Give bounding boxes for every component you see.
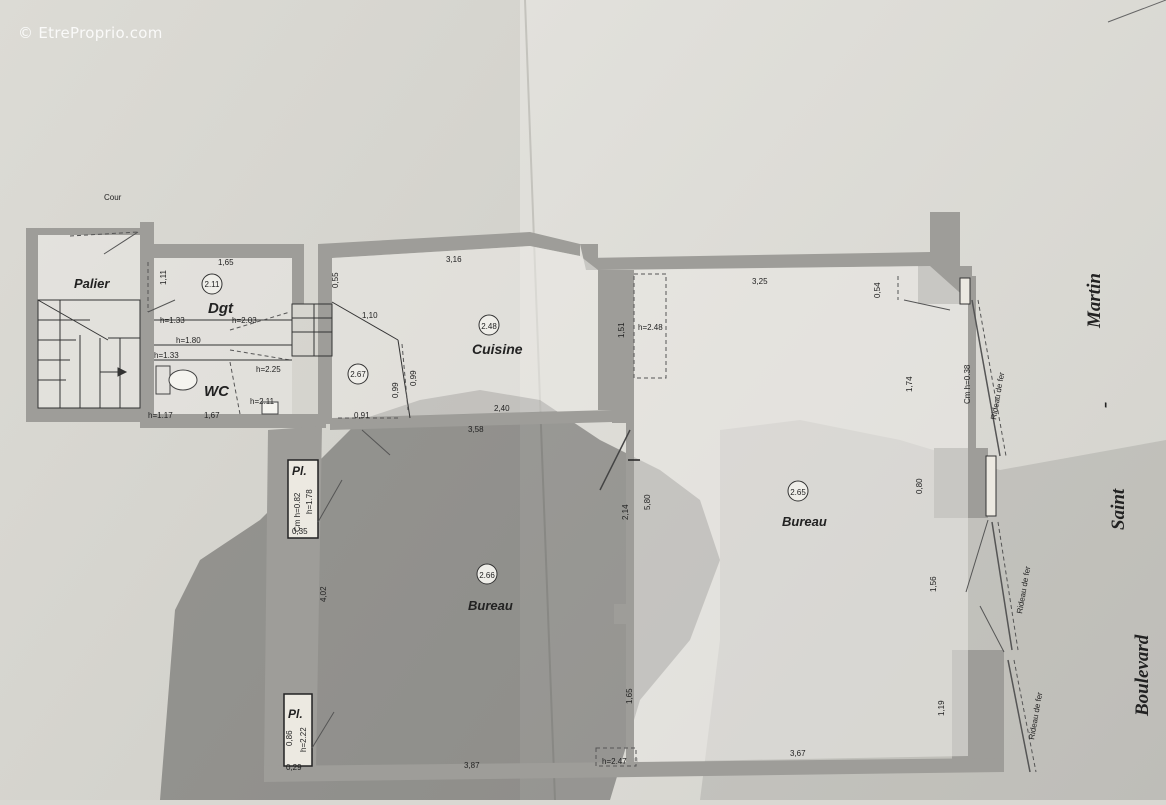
dim-cm082: Cm h=0.82 (293, 492, 302, 532)
dim-035: 0,35 (292, 527, 308, 536)
dim-h178: h=1.78 (305, 489, 314, 514)
placard-top-label: Pl. (292, 464, 307, 478)
room-dgt: Dgt (208, 300, 234, 317)
badge-bureau-left: 2.66 (479, 571, 495, 580)
dim-165: 1,65 (218, 258, 234, 267)
dim-214: 2,14 (621, 504, 630, 520)
badge-small: 2.67 (350, 370, 366, 379)
dim-316: 3,16 (446, 255, 462, 264)
room-palier: Palier (74, 276, 110, 291)
dim-054: 0,54 (873, 282, 882, 298)
dim-099b: 0,99 (409, 370, 418, 386)
dim-h133a: h=1.33 (160, 316, 185, 325)
height-badges (201, 273, 809, 585)
dim-h180: h=1.80 (176, 336, 201, 345)
room-wc: WC (204, 383, 230, 400)
dim-387: 3,87 (464, 761, 480, 770)
dim-367: 3,67 (790, 749, 806, 758)
dim-240: 2,40 (494, 404, 510, 413)
dim-086: 0,86 (285, 730, 294, 746)
dim-358: 3,58 (468, 425, 484, 434)
label-cour: Cour (104, 193, 122, 202)
dgt-lines (147, 262, 333, 361)
door-middle (599, 429, 631, 491)
dim-156: 1,56 (929, 576, 938, 592)
small-room-lines (331, 301, 411, 456)
dim-h247: h=2.47 (602, 757, 627, 766)
placards (283, 459, 343, 767)
dim-110: 1,10 (362, 311, 378, 320)
watermark: © EtreProprio.com (18, 24, 163, 42)
dim-h222: h=2.22 (299, 727, 308, 752)
dim-325: 3,25 (752, 277, 768, 286)
room-cuisine: Cuisine (472, 341, 523, 357)
street-saint: Saint (1108, 488, 1129, 530)
street-martin: Martin (1084, 273, 1105, 329)
dim-h211: h=2.11 (250, 397, 275, 406)
dim-h248a: h=2.48 (638, 323, 663, 332)
dim-111: 1,11 (159, 269, 168, 285)
dim-165b: 1,65 (625, 688, 634, 704)
dimensions: 1,65 1,11 h=1.33 h=2.03 h=1.80 h=1.33 h=… (148, 255, 1044, 772)
dim-h203: h=2.03 (232, 316, 257, 325)
stair (37, 299, 141, 409)
room-bureau-left: Bureau (468, 598, 513, 613)
shutters (897, 276, 1037, 773)
badge-dgt: 2.11 (205, 280, 221, 289)
corner-mark (1107, 0, 1166, 23)
dim-080: 0,80 (915, 478, 924, 494)
dim-029: 0,29 (286, 763, 302, 772)
dim-h225: h=2.25 (256, 365, 281, 374)
dim-174: 1,74 (905, 376, 914, 392)
street-dash: - (1094, 402, 1115, 408)
dim-167: 1,67 (204, 411, 220, 420)
placard-bottom-label: Pl. (288, 707, 303, 721)
dim-119: 1,19 (937, 700, 946, 716)
wc-fixtures (154, 359, 292, 415)
dashed-rect-cuisine (633, 273, 667, 379)
dim-055: 0,55 (331, 272, 340, 288)
dim-402: 4,02 (319, 586, 328, 602)
room-bureau-right: Bureau (782, 514, 827, 529)
dim-151: 1,51 (617, 322, 626, 338)
dim-cm038: Cm h=0.38 (963, 364, 972, 404)
dim-h133b: h=1.33 (154, 351, 179, 360)
dashed-rect-bottom (595, 747, 637, 767)
dim-h117: h=1.17 (148, 411, 173, 420)
dim-091: 0,91 (354, 411, 370, 420)
room-floors (38, 235, 968, 762)
street-boulevard: Boulevard (1132, 634, 1153, 717)
badge-cuisine: 2.48 (481, 322, 497, 331)
badge-bureau-right: 2.65 (790, 488, 806, 497)
dim-580: 5,80 (643, 494, 652, 510)
dim-099a: 0,99 (391, 382, 400, 398)
